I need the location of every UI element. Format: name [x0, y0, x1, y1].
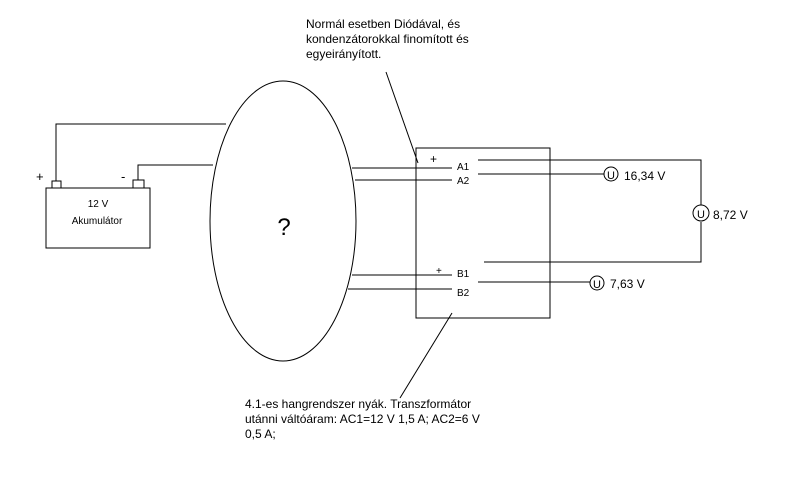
board-b2-label: B2: [457, 288, 470, 299]
top-note-pointer: [385, 71, 419, 164]
voltmeter-total: U: [692, 204, 710, 222]
battery-minus-sign: -: [121, 169, 125, 184]
top-annotation: Normál esetben Diódával, és kondenzátoro…: [306, 17, 469, 61]
voltmeter-a-reading: 16,34 V: [624, 169, 665, 183]
board-a1-label: A1: [457, 162, 470, 173]
unknown-block-label: ?: [277, 214, 290, 241]
battery-plus-sign: +: [36, 169, 44, 184]
board-a2-label: A2: [457, 176, 470, 187]
battery-plus-terminal: [51, 180, 62, 189]
battery-plus-wire: [55, 123, 226, 181]
battery-body: [45, 187, 151, 249]
board-b1-label: B1: [457, 269, 470, 280]
voltmeter-total-symbol: U: [697, 209, 705, 221]
battery-voltage-label: 12 V: [88, 199, 109, 210]
voltmeter-b-circle: [589, 275, 605, 291]
unknown-block-ellipse: [209, 80, 357, 362]
voltmeter-a-circle: [603, 166, 619, 182]
battery-minus-terminal: [132, 179, 145, 189]
bottom-annotation: 4.1-es hangrendszer nyák. Transzformátor…: [245, 397, 480, 441]
output-a1-wire: [478, 159, 702, 205]
voltmeter-a: U: [603, 166, 619, 182]
voltmeter-a-symbol: U: [607, 170, 615, 182]
voltmeter-total-reading: 8,72 V: [713, 208, 748, 222]
board-plus-b: +: [436, 266, 442, 277]
voltmeter-b: U: [589, 275, 605, 291]
board-plus-a: +: [430, 152, 437, 166]
bottom-note-pointer: [399, 312, 453, 399]
battery-minus-wire: [137, 164, 213, 180]
voltmeter-total-circle: [692, 204, 710, 222]
output-lower-wire: [484, 222, 702, 263]
amplifier-board: [415, 147, 551, 319]
battery-name-label: Akumulátor: [72, 216, 123, 227]
voltmeter-b-reading: 7,63 V: [610, 277, 645, 291]
voltmeter-b-symbol: U: [593, 279, 601, 291]
